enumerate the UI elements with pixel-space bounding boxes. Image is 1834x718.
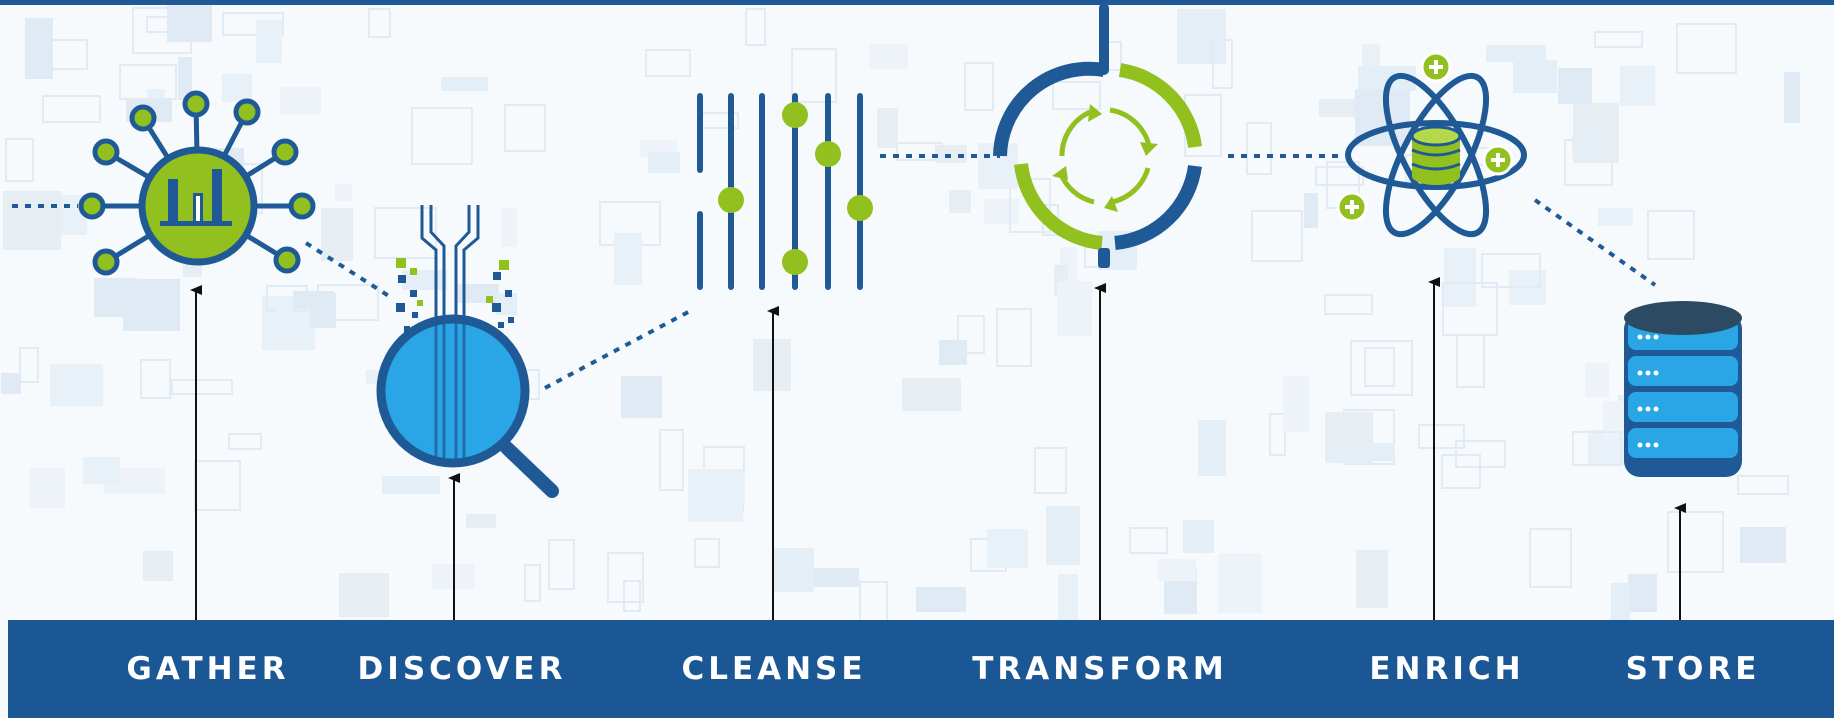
filter-sliders-icon [697,93,873,290]
stage-label-enrich: ENRICH [1369,651,1525,687]
atom-database-icon [1336,51,1527,238]
stage-label-transform: TRANSFORM [972,651,1228,687]
cycle-arrows-icon [993,3,1202,268]
network-hub-chart-icon [78,90,316,276]
stage-label-bar [8,620,1834,718]
connector-discover-cleanse [544,308,693,390]
magnifier-circuit-icon [376,205,559,498]
stage-label-discover: DISCOVER [357,651,567,687]
stage-label-cleanse: CLEANSE [681,651,867,687]
stage-label-gather: GATHER [126,651,290,687]
stage-label-store: STORE [1625,651,1761,687]
server-stack-icon [1624,301,1742,477]
connector-enrich-store [1533,198,1657,287]
top-border [0,0,1834,5]
connector-gather-discover [304,241,394,300]
